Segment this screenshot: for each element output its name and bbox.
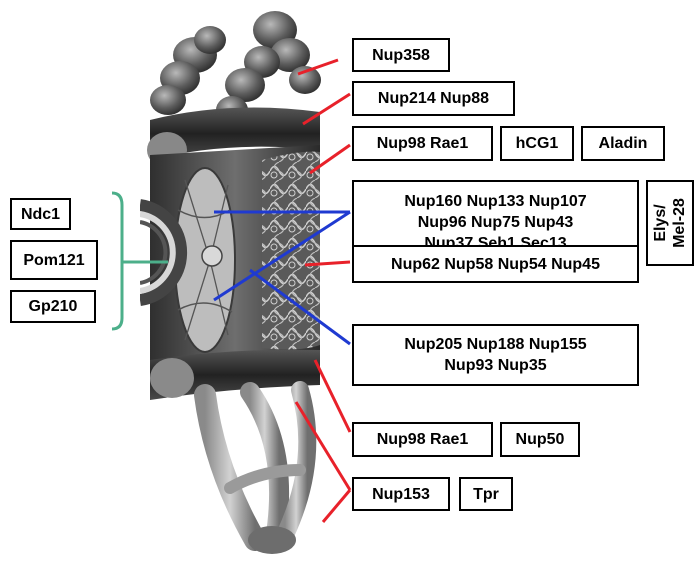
- label-inner-ring: Nup205 Nup188 Nup155 Nup93 Nup35: [352, 324, 639, 386]
- label-nup62-complex: Nup62 Nup58 Nup54 Nup45: [352, 245, 639, 283]
- label-nup153: Nup153: [352, 477, 450, 511]
- label-nup358: Nup358: [352, 38, 450, 72]
- label-hcg1: hCG1: [500, 126, 574, 161]
- nuclear-basket: [205, 390, 307, 554]
- label-ndc1: Ndc1: [10, 198, 71, 230]
- label-nup98-rae1-top: Nup98 Rae1: [352, 126, 493, 161]
- label-nup214-nup88: Nup214 Nup88: [352, 81, 515, 116]
- label-aladin: Aladin: [581, 126, 665, 161]
- label-elys-mel28: Elys/ Mel-28: [646, 180, 694, 266]
- label-pom121: Pom121: [10, 240, 98, 280]
- label-gp210: Gp210: [10, 290, 96, 323]
- label-nup98-rae1-bottom: Nup98 Rae1: [352, 422, 493, 457]
- label-nup50: Nup50: [500, 422, 580, 457]
- label-tpr: Tpr: [459, 477, 513, 511]
